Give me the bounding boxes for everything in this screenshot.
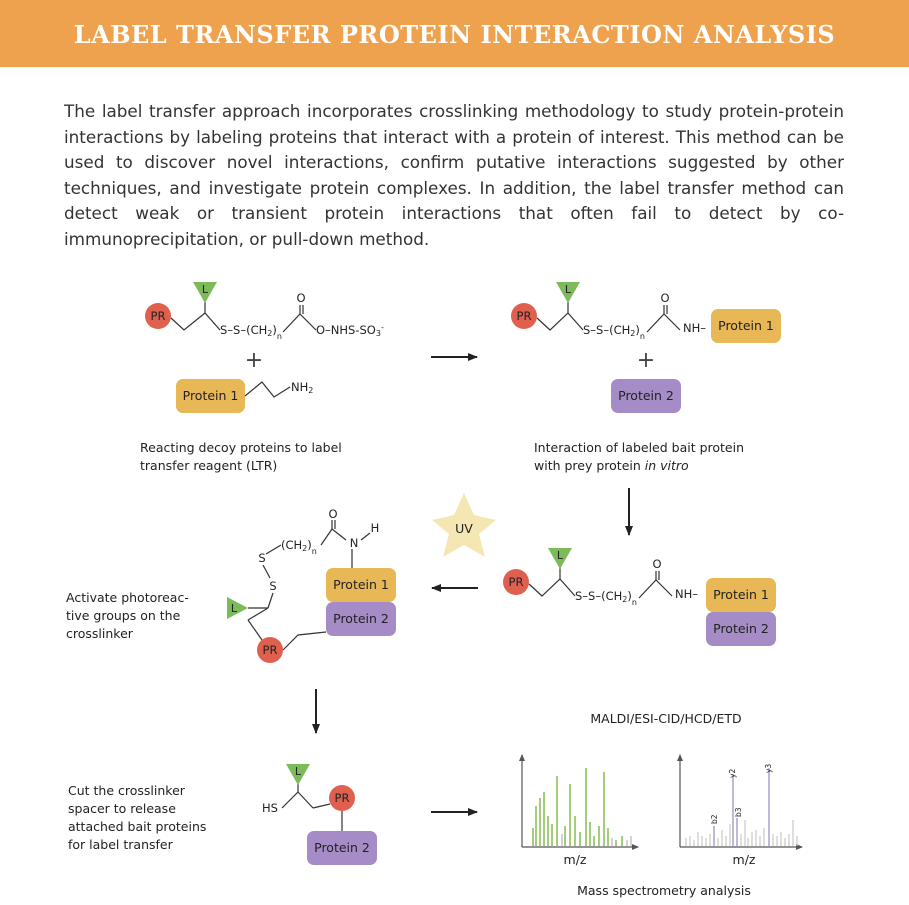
step1-reagent: PR L S–S–(CH2)n O O–NHS-SO3- + Protein 1…: [140, 282, 384, 473]
svg-text:NH–: NH–: [675, 587, 698, 601]
uv-star: UV: [432, 493, 496, 557]
svg-text:PR: PR: [263, 643, 278, 657]
amine-chain: [244, 381, 291, 398]
nhs-ester-label: O–NHS-SO3-: [316, 323, 384, 338]
svg-text:L: L: [565, 283, 572, 296]
svg-text:Protein 1: Protein 1: [713, 587, 769, 602]
spectrum-1: m/z: [519, 754, 639, 867]
svg-text:Protein 1: Protein 1: [333, 577, 389, 592]
svg-text:+: +: [637, 348, 655, 373]
page-title: LABEL TRANSFER PROTEIN INTERACTION ANALY…: [73, 20, 836, 49]
spectrum-1-xlabel: m/z: [564, 852, 587, 867]
protein1-label: Protein 1: [183, 388, 239, 403]
disulfide-label: S–S–(CH2)n: [220, 323, 282, 341]
plus-sign: +: [245, 348, 263, 373]
step4-caption-3: crosslinker: [66, 626, 134, 641]
svg-text:NH–: NH–: [683, 321, 706, 335]
svg-text:PR: PR: [335, 791, 350, 805]
step5-caption-3: attached bait proteins: [68, 819, 206, 834]
mass-spec-section: MALDI/ESI-CID/HCD/ETD m/z b2 y2 b3 y3 m/…: [519, 711, 803, 898]
svg-text:Protein 2: Protein 2: [713, 621, 769, 636]
carbonyl-bond: [282, 313, 317, 333]
pr-circle: [145, 303, 171, 329]
ms-title: Mass spectrometry analysis: [577, 883, 751, 898]
ion-b2: b2: [710, 814, 719, 824]
svg-text:O: O: [652, 557, 661, 571]
step1-caption-2: transfer reagent (LTR): [140, 458, 277, 473]
step5-caption-2: spacer to release: [68, 801, 176, 816]
intro-paragraph: The label transfer approach incorporates…: [64, 101, 844, 249]
step5-cleaved-label: HS L PR Protein 2 Cut the crosslinker sp…: [68, 764, 377, 865]
uv-label: UV: [455, 521, 473, 536]
spectrum-1-peaks: [532, 768, 632, 846]
svg-text:L: L: [231, 602, 238, 615]
svg-text:H: H: [371, 521, 380, 535]
amine-label: NH2: [291, 380, 313, 395]
protein2-label: Protein 2: [618, 388, 674, 403]
protein2-box: [611, 379, 681, 413]
svg-text:O: O: [296, 291, 305, 305]
spectrum-2-peaks: [685, 768, 798, 846]
step3-bait-prey-complex: PR L S–S–(CH2)n O NH– Protein 1 Protein …: [503, 548, 776, 646]
pr-label: PR: [151, 309, 166, 323]
svg-text:HS: HS: [262, 801, 278, 815]
svg-text:Protein 1: Protein 1: [718, 318, 774, 333]
step5-caption-4: for label transfer: [68, 837, 174, 852]
step2-caption-2: with prey protein in vitro: [534, 458, 689, 473]
ms-methods: MALDI/ESI-CID/HCD/ETD: [590, 711, 741, 726]
step1-caption-1: Reacting decoy proteins to label: [140, 440, 342, 455]
spectrum-2-xlabel: m/z: [733, 852, 756, 867]
step2-labeled-bait: PR L S–S–(CH2)n O NH– Protein 1 + Protei…: [511, 282, 781, 473]
protein1-box: [176, 379, 245, 413]
svg-text:Protein 2: Protein 2: [333, 611, 389, 626]
svg-text:S–S–(CH2)n: S–S–(CH2)n: [575, 589, 637, 607]
svg-text:Protein 2: Protein 2: [314, 840, 370, 855]
step5-caption-1: Cut the crosslinker: [68, 783, 186, 798]
step2-caption-1: Interaction of labeled bait protein: [534, 440, 744, 455]
svg-text:L: L: [295, 765, 302, 778]
step4-activated-crosslink: Protein 1 Protein 2 N H O (CH2)n S S L P…: [66, 507, 396, 663]
svg-text:O: O: [328, 507, 337, 521]
svg-text:S–S–(CH2)n: S–S–(CH2)n: [583, 323, 645, 341]
svg-text:PR: PR: [509, 575, 524, 589]
ion-y2: y2: [728, 769, 737, 778]
svg-text:S: S: [258, 551, 265, 565]
svg-text:L: L: [557, 549, 564, 562]
ligand-triangle: [193, 282, 217, 303]
header-banner: LABEL TRANSFER PROTEIN INTERACTION ANALY…: [0, 0, 909, 67]
svg-text:S: S: [269, 579, 276, 593]
svg-text:N: N: [350, 536, 359, 550]
ion-b3: b3: [734, 807, 743, 817]
step4-caption-1: Activate photoreac-: [66, 590, 189, 605]
ligand-label: L: [202, 283, 209, 296]
svg-text:O: O: [660, 291, 669, 305]
step4-caption-2: tive groups on the: [66, 608, 181, 623]
svg-text:(CH2)n: (CH2)n: [281, 538, 317, 556]
spectrum-2: b2 y2 b3 y3 m/z: [677, 754, 803, 867]
svg-text:PR: PR: [517, 309, 532, 323]
chain-bond: [170, 312, 221, 331]
ion-y3: y3: [764, 764, 773, 773]
